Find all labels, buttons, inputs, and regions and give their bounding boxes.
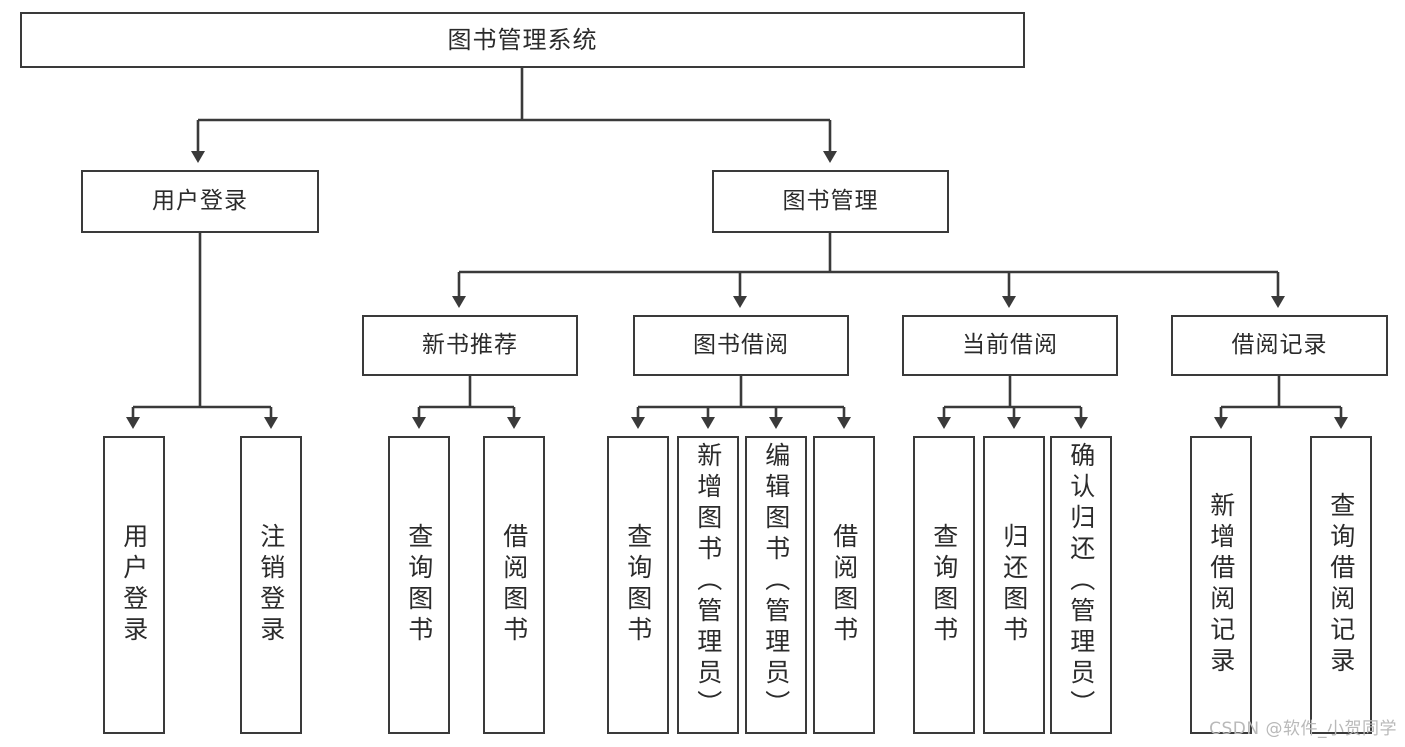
node-label: 编辑图书（管理员）	[761, 442, 791, 721]
node-label: 借阅图书	[829, 523, 859, 647]
node-new-book-recommend[interactable]: 新书推荐	[362, 315, 578, 376]
node-label: 图书借阅	[693, 331, 789, 358]
node-label: 当前借阅	[962, 331, 1058, 358]
node-book-borrow[interactable]: 图书借阅	[633, 315, 849, 376]
node-current-borrow[interactable]: 当前借阅	[902, 315, 1118, 376]
node-label: 查询图书	[623, 523, 653, 647]
node-leaf-query-book-3[interactable]: 查询图书	[913, 436, 975, 734]
node-leaf-edit-book-admin[interactable]: 编辑图书（管理员）	[745, 436, 807, 734]
node-leaf-return-book[interactable]: 归还图书	[983, 436, 1045, 734]
node-leaf-borrow-book-2[interactable]: 借阅图书	[813, 436, 875, 734]
node-label: 新增图书（管理员）	[693, 442, 723, 721]
node-label: 查询图书	[929, 523, 959, 647]
node-label: 归还图书	[999, 523, 1029, 647]
node-leaf-add-borrow-record[interactable]: 新增借阅记录	[1190, 436, 1252, 734]
watermark-text: CSDN @软件_小贺同学	[1209, 719, 1397, 739]
node-leaf-add-book-admin[interactable]: 新增图书（管理员）	[677, 436, 739, 734]
node-label: 用户登录	[152, 187, 248, 214]
node-leaf-borrow-book-1[interactable]: 借阅图书	[483, 436, 545, 734]
node-label: 图书管理	[782, 187, 879, 214]
node-label: 图书管理系统	[447, 25, 598, 54]
node-leaf-confirm-return-admin[interactable]: 确认归还（管理员）	[1050, 436, 1112, 734]
node-label: 查询借阅记录	[1326, 492, 1356, 678]
node-label: 确认归还（管理员）	[1066, 442, 1096, 721]
node-leaf-logout-login[interactable]: 注销登录	[240, 436, 302, 734]
node-label: 新增借阅记录	[1206, 492, 1236, 678]
node-leaf-user-login[interactable]: 用户登录	[103, 436, 165, 734]
node-label: 新书推荐	[422, 331, 518, 358]
node-label: 注销登录	[256, 523, 286, 647]
node-root-system[interactable]: 图书管理系统	[20, 12, 1025, 68]
node-book-management[interactable]: 图书管理	[712, 170, 949, 233]
node-label: 借阅记录	[1231, 331, 1328, 358]
node-borrow-record[interactable]: 借阅记录	[1171, 315, 1388, 376]
node-user-login[interactable]: 用户登录	[81, 170, 319, 233]
node-label: 查询图书	[404, 523, 434, 647]
node-leaf-query-book-1[interactable]: 查询图书	[388, 436, 450, 734]
node-leaf-query-book-2[interactable]: 查询图书	[607, 436, 669, 734]
node-leaf-query-borrow-record[interactable]: 查询借阅记录	[1310, 436, 1372, 734]
node-label: 用户登录	[119, 523, 149, 647]
node-label: 借阅图书	[499, 523, 529, 647]
